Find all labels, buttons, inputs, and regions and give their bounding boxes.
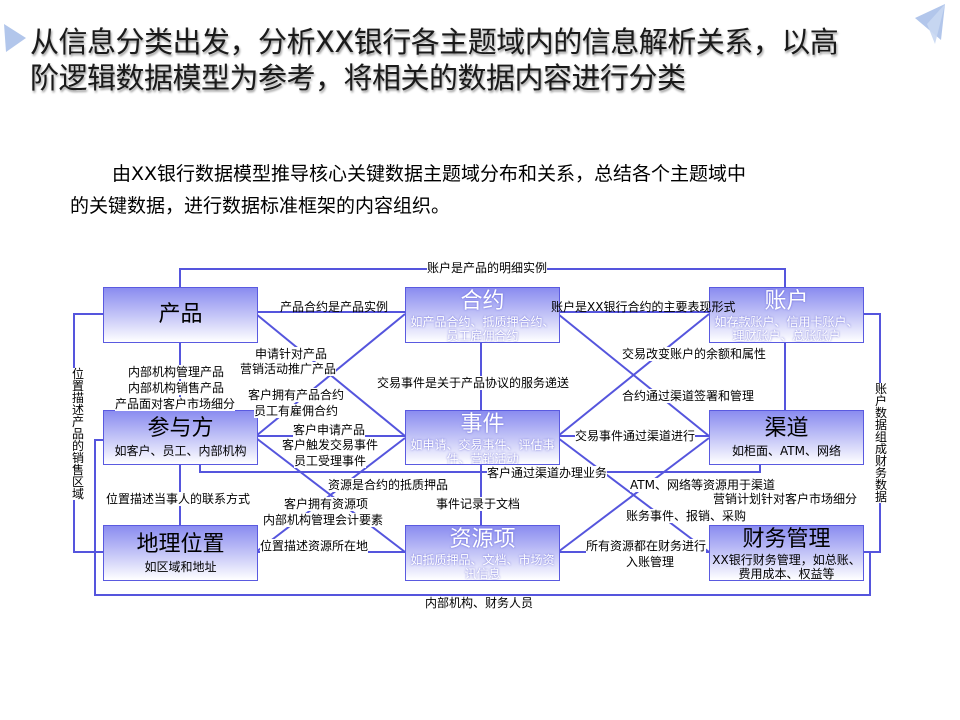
box-event: 事件 如申请、交易事件、评估事件、营销活动 (405, 410, 560, 465)
label-account-product-instance: 账户是产品的明细实例 (427, 261, 547, 275)
box-resource-subtitle: 如抵质押品、文档、市场资讯信息 (406, 553, 559, 581)
label-promo-product: 营销活动推广产品 (240, 362, 336, 376)
label-product-market: 产品面对客户市场细分 (115, 397, 235, 411)
label-txn-balance: 交易改变账户的余额和属性 (622, 347, 766, 361)
label-account-events: 账务事件、报销、采购 (626, 509, 746, 523)
box-location-subtitle: 如区域和地址 (104, 560, 257, 574)
box-contract-subtitle: 如产品合约、抵质押合约、员工雇佣合约 (406, 315, 559, 343)
box-finance: 财务管理 XX银行财务管理，如总账、费用成本、权益等 (709, 525, 864, 581)
box-product: 产品 (103, 287, 258, 343)
box-party-title: 参与方 (104, 416, 257, 442)
label-location-resource: 位置描述资源所在地 (260, 539, 368, 553)
box-location-title: 地理位置 (104, 532, 257, 558)
label-location-party: 位置描述当事人的联系方式 (106, 492, 250, 506)
label-contract-account: 账户是XX银行合约的主要表现形式 (551, 300, 735, 314)
label-event-document: 事件记录于文档 (436, 497, 520, 511)
label-customer-contract: 客户拥有产品合约 (248, 388, 344, 402)
box-contract-title: 合约 (406, 289, 559, 315)
box-resource-title: 资源项 (406, 527, 559, 553)
box-account: 账户 如存款账户、信用卡账户、理财账户、总账账户 (709, 287, 864, 343)
box-account-subtitle: 如存款账户、信用卡账户、理财账户、总账账户 (710, 315, 863, 343)
label-org-sell-product: 内部机构销售产品 (128, 381, 224, 395)
label-channel-marketing: 营销计划针对客户市场细分 (713, 492, 857, 506)
label-employee-handle: 员工受理事件 (294, 454, 366, 468)
box-finance-title: 财务管理 (710, 527, 863, 553)
box-resource: 资源项 如抵质押品、文档、市场资讯信息 (405, 525, 560, 581)
label-event-channel: 交易事件通过渠道进行 (575, 429, 695, 443)
label-atm-network: ATM、网络等资源用于渠道 (630, 478, 775, 492)
label-contract-channel: 合约通过渠道签署和管理 (622, 389, 754, 403)
label-apply-product: 申请针对产品 (255, 347, 327, 361)
box-contract: 合约 如产品合约、抵质押合约、员工雇佣合约 (405, 287, 560, 343)
label-product-contract: 产品合约是产品实例 (280, 300, 388, 314)
box-channel-subtitle: 如柜面、ATM、网络 (710, 444, 863, 458)
label-left-vertical: 位置描述产品的销售区域 (71, 368, 85, 500)
label-resource-finance-1: 所有资源都在财务进行 (586, 539, 706, 553)
box-location: 地理位置 如区域和地址 (103, 525, 258, 581)
label-customer-channel: 客户通过渠道办理业务 (487, 466, 607, 480)
label-employee-contract: 员工有雇佣合约 (254, 404, 338, 418)
label-org-accounting: 内部机构管理会计要素 (263, 513, 383, 527)
label-resource-finance-2: 入账管理 (626, 555, 674, 569)
label-right-vertical: 账户数据组成财务数据 (874, 383, 888, 503)
label-customer-resource: 客户拥有资源项 (284, 497, 368, 511)
label-customer-apply: 客户申请产品 (293, 423, 365, 437)
box-party-subtitle: 如客户、员工、内部机构 (104, 444, 257, 458)
box-party: 参与方 如客户、员工、内部机构 (103, 410, 258, 465)
label-org-manage-product: 内部机构管理产品 (128, 365, 224, 379)
box-event-title: 事件 (406, 412, 559, 438)
box-finance-subtitle: XX银行财务管理，如总账、费用成本、权益等 (710, 553, 863, 581)
label-bottom-loop: 内部机构、财务人员 (425, 596, 533, 610)
box-event-subtitle: 如申请、交易事件、评估事件、营销活动 (406, 438, 559, 465)
box-channel-title: 渠道 (710, 416, 863, 442)
label-resource-collateral: 资源是合约的抵质押品 (328, 478, 448, 492)
label-event-contract: 交易事件是关于产品协议的服务递送 (377, 376, 569, 390)
box-channel: 渠道 如柜面、ATM、网络 (709, 410, 864, 465)
label-customer-trigger: 客户触发交易事件 (282, 438, 378, 452)
box-product-title: 产品 (104, 288, 257, 342)
